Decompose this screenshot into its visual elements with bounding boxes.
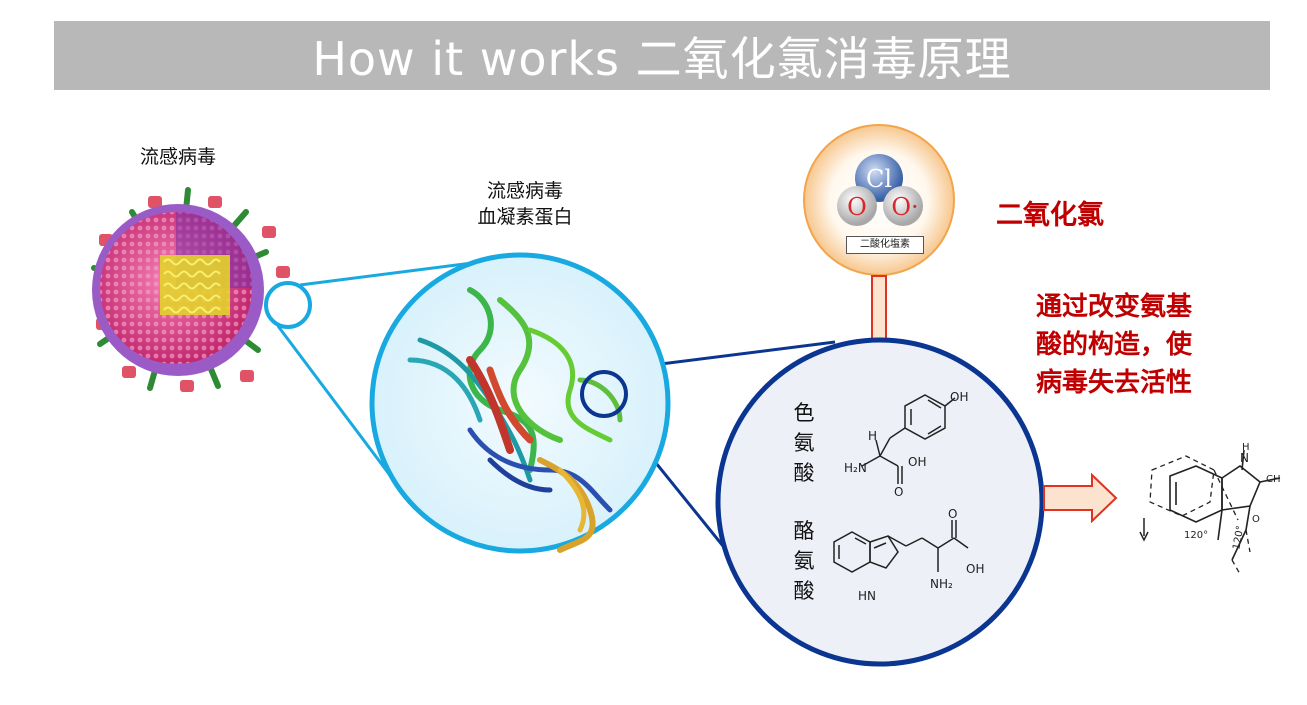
mod-h-label: H xyxy=(1242,442,1250,453)
influenza-virus-illustration xyxy=(91,187,312,392)
trp-nh2-label: NH₂ xyxy=(930,577,953,591)
molecule-caption: 二酸化塩素 xyxy=(846,236,924,254)
hemagglutinin-label-line1: 流感病毒 xyxy=(486,180,563,202)
tryptophan-structure xyxy=(833,520,969,573)
amino-acid-label-2: 酪氨酸 xyxy=(793,519,815,603)
zoom-line-bottom xyxy=(276,325,400,487)
tyr-h2n-label: H₂N xyxy=(844,461,867,475)
modified-amino-acid-structure xyxy=(1169,449,1281,561)
effect-line-3: 病毒失去活性 xyxy=(1036,368,1193,398)
title-banner: How it works 二氧化氯消毒原理 xyxy=(54,21,1270,90)
page-title: How it works 二氧化氯消毒原理 xyxy=(312,31,1012,86)
angle-2-label: 120° xyxy=(1231,525,1246,551)
cl-atom-label: Cl xyxy=(866,165,892,193)
protein-zoom-ring xyxy=(580,370,628,418)
angle-1-label: 120° xyxy=(1184,530,1208,541)
chlorine-dioxide-molecule: Cl O O· xyxy=(803,124,955,276)
tyr-o-label: O xyxy=(894,485,903,499)
tyr-acid-oh-label: OH xyxy=(908,455,926,469)
right-arrow xyxy=(1043,472,1118,524)
modified-structure-dashed xyxy=(1149,455,1251,575)
virus-label: 流感病毒 xyxy=(140,146,217,168)
virus-zoom-ring xyxy=(264,281,312,329)
o-atom-right-label: O· xyxy=(891,193,918,221)
mod-o-label: O xyxy=(1252,514,1260,525)
mod-n-label: N xyxy=(1240,451,1249,465)
hemagglutinin-protein-illustration xyxy=(369,252,671,554)
effect-line-1: 通过改变氨基 xyxy=(1036,292,1193,322)
hemagglutinin-label: 流感病毒 血凝素蛋白 xyxy=(460,178,590,230)
tyr-h-label: H xyxy=(868,429,877,443)
chlorine-dioxide-label: 二氧化氯 xyxy=(996,200,1104,231)
effect-line-2: 酸的构造，使 xyxy=(1036,330,1193,360)
amino-acid-label-1: 色氨酸 xyxy=(793,401,815,485)
tyrosine-structure xyxy=(861,394,956,484)
amino-acid-circle xyxy=(715,337,1045,667)
effect-description: 通过改变氨基 酸的构造，使 病毒失去活性 xyxy=(1036,288,1192,402)
trp-oh-label: OH xyxy=(966,562,984,576)
mod-ch-label: CH xyxy=(1266,474,1281,485)
trp-o-label: O xyxy=(948,507,957,521)
tyr-oh-label: OH xyxy=(950,390,968,404)
trp-hn-label: HN xyxy=(858,589,876,603)
hemagglutinin-label-line2: 血凝素蛋白 xyxy=(477,206,573,228)
o-atom-left-label: O xyxy=(847,193,867,221)
zoom-line-top xyxy=(299,260,481,287)
